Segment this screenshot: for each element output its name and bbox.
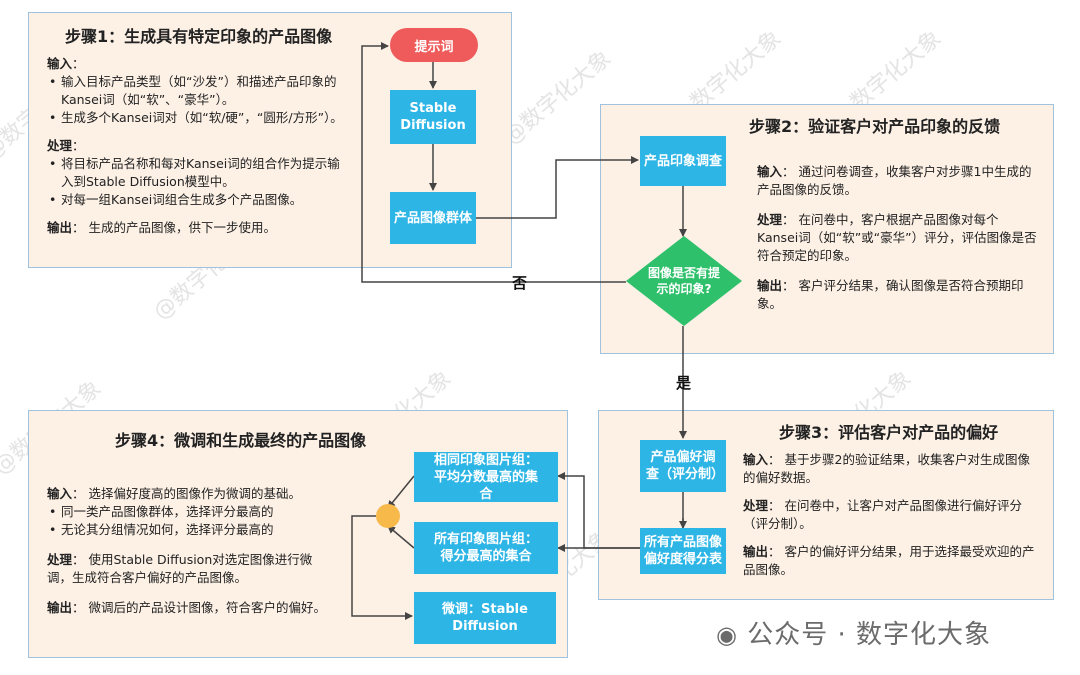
step2-process-text: ： 在问卷中，客户根据产品图像对每个Kansei词（如“软”或“豪华”）评分，评… <box>757 212 1037 263</box>
step3-panel: 步骤3：评估客户对产品的偏好 输入： 基于步骤2的验证结果，收集客户对生成图像的… <box>598 410 1054 600</box>
yes-label: 是 <box>676 374 692 392</box>
step4-body: 输入： 选择偏好度高的图像作为微调的基础。 同一类产品图像群体，选择评分最高的 … <box>47 485 337 617</box>
wechat-icon: ◉ <box>716 621 738 649</box>
step1-process-label: 处理 <box>47 138 73 153</box>
decision-label: 图像是否有提示的印象? <box>648 266 721 296</box>
arrow-no-loop <box>361 42 626 283</box>
all-impression-group-node: 所有印象图片组：得分最高的集合 <box>414 522 558 574</box>
step4-output-text: ： 微调后的产品设计图像，符合客户的偏好。 <box>72 600 326 615</box>
step3-body: 输入： 基于步骤2的验证结果，收集客户对生成图像的偏好数据。 处理： 在问卷中，… <box>743 451 1039 579</box>
step1-input-colon: ： <box>72 56 85 71</box>
preference-table-node: 所有产品图像偏好度得分表 <box>640 528 726 574</box>
step3-title: 步骤3：评估客户对产品的偏好 <box>779 423 999 442</box>
stable-diffusion-node: Stable Diffusion <box>390 90 476 144</box>
step2-process-label: 处理 <box>757 212 783 227</box>
impression-survey-node: 产品印象调查 <box>640 136 726 186</box>
arrow-same-to-junction <box>387 475 415 509</box>
logo-text: 公众号 · 数字化大象 <box>747 620 992 650</box>
step3-input-label: 输入 <box>743 452 769 467</box>
arrow-junction-to-finetune <box>351 515 413 620</box>
product-group-node: 产品图像群体 <box>390 192 476 244</box>
junction-node <box>376 504 400 528</box>
step1-process-bullet: 对每一组Kansei词组合生成多个产品图像。 <box>47 191 352 209</box>
arrow-group-to-survey <box>475 156 639 219</box>
step1-process-bullet: 将目标产品名称和每对Kansei词的组合作为提示输入到Stable Diffus… <box>47 155 352 191</box>
step3-process-text: ： 在问卷中，让客户对产品图像进行偏好评分（评分制）。 <box>743 498 1022 531</box>
step4-input-bullet: 同一类产品图像群体，选择评分最高的 <box>47 503 337 521</box>
step1-title: 步骤1：生成具有特定印象的产品图像 <box>65 27 333 46</box>
same-impression-group-node: 相同印象图片组：平均分数最高的集合 <box>414 452 558 502</box>
step1-body: 输入： 输入目标产品类型（如“沙发”）和描述产品印象的Kansei词（如“软”、… <box>47 55 352 237</box>
step4-title: 步骤4：微调和生成最终的产品图像 <box>115 431 367 450</box>
step4-input-text: ： 选择偏好度高的图像作为微调的基础。 <box>72 486 301 501</box>
step1-output-text: ： 生成的产品图像，供下一步使用。 <box>72 220 276 235</box>
step2-input-text: ： 通过问卷调查，收集客户对步骤1中生成的产品图像的反馈。 <box>757 164 1032 197</box>
finetune-node: 微调：Stable Diffusion <box>414 592 556 644</box>
step4-input-label: 输入 <box>47 486 73 501</box>
step1-process-colon: ： <box>72 138 85 153</box>
step2-output-label: 输出 <box>757 278 783 293</box>
step4-input-bullet: 无论其分组情况如何，选择评分最高的 <box>47 521 337 539</box>
step3-input-text: ： 基于步骤2的验证结果，收集客户对生成图像的偏好数据。 <box>743 452 1030 485</box>
arrow-all-to-junction <box>387 525 415 549</box>
decision-diamond <box>626 236 742 326</box>
step1-input-bullet: 输入目标产品类型（如“沙发”）和描述产品印象的Kansei词（如“软”、“豪华”… <box>47 73 352 109</box>
step3-output-label: 输出 <box>743 544 769 559</box>
step2-output-text: ： 客户评分结果，确认图像是否符合预期印象。 <box>757 278 1024 311</box>
step3-process-label: 处理 <box>743 498 769 513</box>
no-label: 否 <box>512 274 528 292</box>
step1-input-bullet: 生成多个Kansei词对（如“软/硬”，“圆形/方形”）。 <box>47 109 352 127</box>
step4-process-text: ： 使用Stable Diffusion对选定图像进行微调，生成符合客户偏好的产… <box>47 552 313 585</box>
step4-process-label: 处理 <box>47 552 73 567</box>
step3-output-text: ： 客户的偏好评分结果，用于选择最受欢迎的产品图像。 <box>743 544 1035 577</box>
step2-input-label: 输入 <box>757 164 783 179</box>
step2-title: 步骤2：验证客户对产品印象的反馈 <box>749 117 1001 136</box>
wechat-logo: ◉ 公众号 · 数字化大象 <box>716 614 991 651</box>
step1-input-label: 输入 <box>47 56 73 71</box>
step1-output-label: 输出 <box>47 220 73 235</box>
prompt-node: 提示词 <box>390 28 478 62</box>
preference-survey-node: 产品偏好调查（评分制） <box>640 440 726 492</box>
step4-output-label: 输出 <box>47 600 73 615</box>
step2-body: 输入： 通过问卷调查，收集客户对步骤1中生成的产品图像的反馈。 处理： 在问卷中… <box>757 163 1039 313</box>
